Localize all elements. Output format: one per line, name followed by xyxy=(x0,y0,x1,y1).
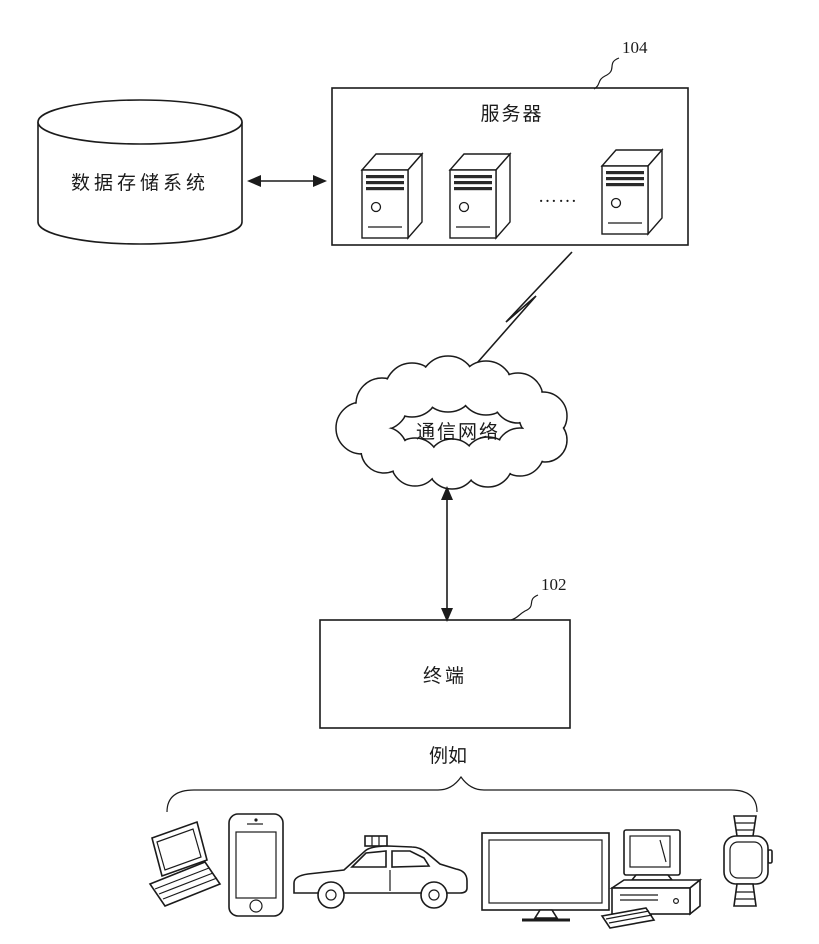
server-icon xyxy=(601,149,663,235)
terminal-leader-line xyxy=(510,594,539,621)
smartphone-icon xyxy=(228,813,284,917)
database-cylinder-icon xyxy=(37,99,243,245)
smartwatch-icon xyxy=(723,815,773,907)
cloud-icon xyxy=(335,355,568,490)
laptop-icon xyxy=(148,820,222,907)
server-ref-number: 104 xyxy=(622,38,648,57)
terminal-box xyxy=(319,619,571,729)
desktop-computer-icon xyxy=(600,829,703,929)
network-label: 通信网络 xyxy=(416,421,500,443)
server-label: 服务器 xyxy=(480,103,543,125)
brace xyxy=(166,775,758,813)
cloud-terminal-arrow xyxy=(441,486,453,622)
server-icon xyxy=(449,153,511,239)
server-icon xyxy=(361,153,423,239)
db-server-arrow xyxy=(247,175,327,187)
server-ellipsis: …… xyxy=(538,186,578,207)
terminal-label: 终端 xyxy=(423,665,467,687)
server-leader-line xyxy=(593,57,620,90)
taxi-car-icon xyxy=(293,835,468,909)
database-label: 数据存储系统 xyxy=(71,172,209,194)
example-label: 例如 xyxy=(429,745,467,767)
tv-monitor-icon xyxy=(481,832,610,922)
lightning-icon xyxy=(469,251,573,372)
server-box xyxy=(331,87,689,246)
terminal-ref-number: 102 xyxy=(541,575,567,594)
